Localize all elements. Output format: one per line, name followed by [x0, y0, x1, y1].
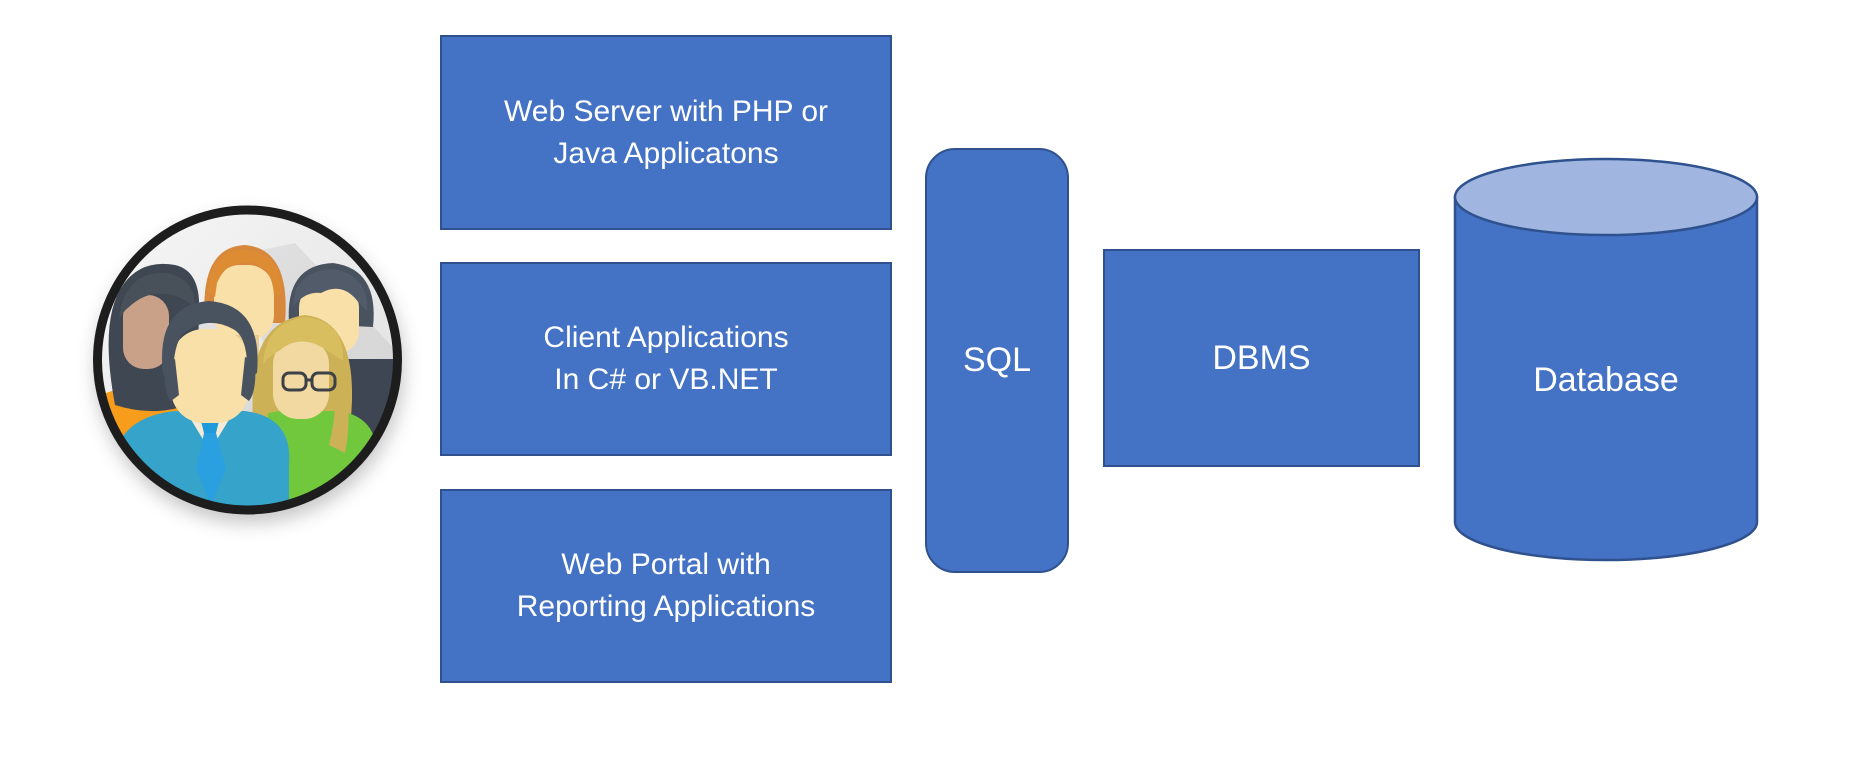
box-web-portal: Web Portal with Reporting Applications	[440, 489, 892, 683]
cylinder-body	[1453, 195, 1759, 562]
box-client-applications: Client Applications In C# or VB.NET	[440, 262, 892, 456]
box-client-applications-line1: Client Applications	[543, 321, 789, 354]
sql-shape: SQL	[925, 148, 1069, 573]
dbms-label: DBMS	[1212, 338, 1311, 377]
database-cylinder: Database	[1453, 157, 1759, 562]
box-web-server-line1: Web Server with PHP or	[503, 94, 828, 128]
box-web-portal-line1: Web Portal with	[561, 548, 771, 581]
sql-label: SQL	[962, 341, 1032, 379]
cylinder-shape	[1453, 157, 1759, 562]
box-web-portal-line2: Reporting Applications	[516, 590, 816, 623]
database-label: Database	[1533, 361, 1679, 399]
glasses-icon	[281, 371, 337, 392]
box-web-server: Web Server with PHP or Java Applicatons	[440, 35, 892, 230]
box-client-applications-line2: In C# or VB.NET	[554, 363, 778, 396]
dbms-box: DBMS	[1103, 249, 1420, 467]
avatar-border-ring	[93, 205, 402, 515]
users-icon	[87, 203, 408, 517]
box-web-server-line2: Java Applicatons	[553, 136, 779, 170]
cylinder-top-ellipse	[1453, 157, 1759, 237]
users-group-illustration	[93, 205, 402, 515]
